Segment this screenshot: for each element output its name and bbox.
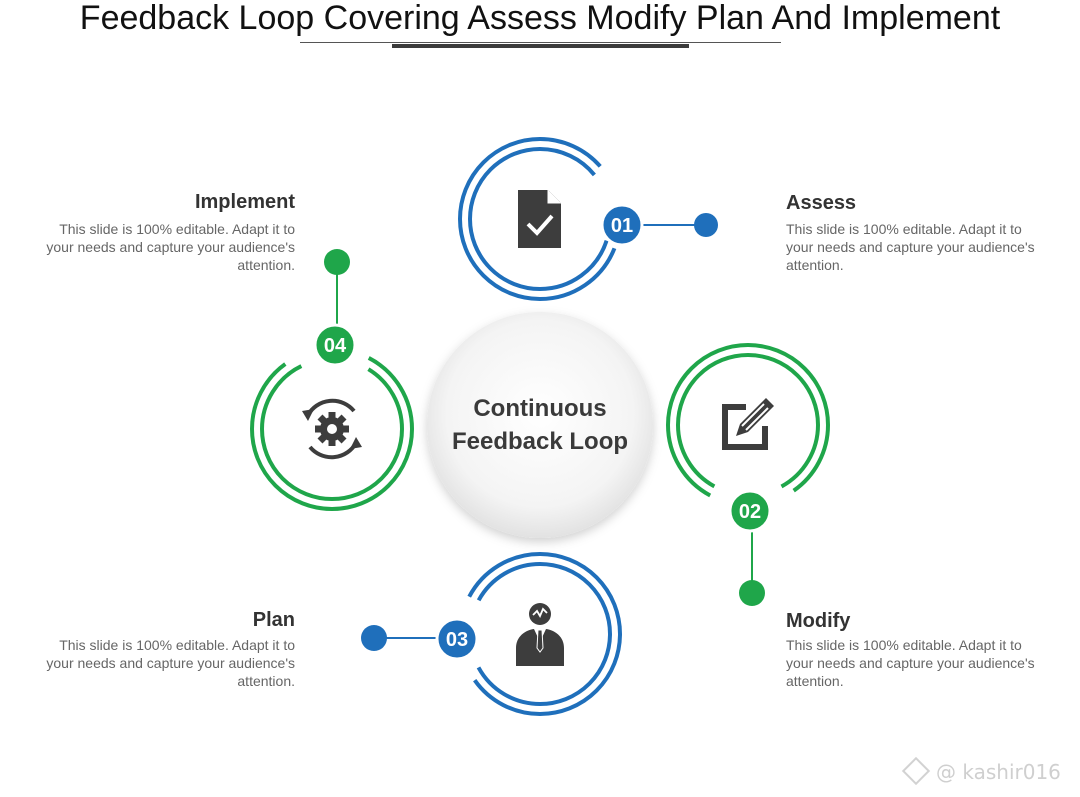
step-01-description: This slide is 100% editable. Adapt it to… bbox=[786, 221, 1035, 273]
step-02-label: Modify bbox=[786, 610, 851, 632]
step-01-number: 01 bbox=[611, 215, 633, 237]
step-01-badge bbox=[600, 203, 644, 247]
document-check-icon bbox=[518, 190, 561, 248]
title-underline-thin bbox=[300, 42, 781, 43]
step-04-dot bbox=[324, 249, 350, 275]
center-label-line1: Continuous bbox=[473, 395, 607, 422]
step-02-number: 02 bbox=[739, 501, 761, 523]
gear-cycle-icon bbox=[302, 398, 362, 460]
step-03-description: This slide is 100% editable. Adapt it to… bbox=[46, 637, 295, 689]
step-03-dot bbox=[361, 625, 387, 651]
edit-pencil-icon bbox=[722, 398, 774, 450]
watermark-text: @ kashir016 bbox=[936, 760, 1061, 784]
step-01-label: Assess bbox=[786, 192, 857, 214]
center-label: Continuous Feedback Loop bbox=[425, 392, 655, 458]
step-04-label: Implement bbox=[194, 191, 295, 213]
step-03-number: 03 bbox=[446, 629, 468, 651]
step-04-description: This slide is 100% editable. Adapt it to… bbox=[46, 221, 295, 273]
step-04-number: 04 bbox=[324, 335, 347, 357]
step-04-badge bbox=[313, 323, 357, 367]
slide-title: Feedback Loop Covering Assess Modify Pla… bbox=[79, 0, 1001, 37]
step-01-ring bbox=[458, 137, 622, 301]
center-label-line2: Feedback Loop bbox=[451, 428, 629, 455]
step-03-badge bbox=[435, 617, 479, 661]
step-03-label: Plan bbox=[252, 609, 295, 631]
businessman-icon bbox=[516, 603, 564, 666]
step-03-ring bbox=[458, 552, 622, 716]
step-04-ring bbox=[250, 347, 414, 511]
center-circle bbox=[427, 312, 653, 538]
step-02-badge bbox=[728, 489, 772, 533]
step-02-description: This slide is 100% editable. Adapt it to… bbox=[786, 637, 1035, 689]
watermark-logo-icon bbox=[901, 756, 931, 786]
step-01-dot bbox=[694, 213, 718, 237]
title-underline-thick bbox=[392, 44, 689, 48]
watermark: @ kashir016 bbox=[901, 756, 1061, 786]
step-02-dot bbox=[739, 580, 765, 606]
step-02-ring bbox=[666, 343, 830, 507]
